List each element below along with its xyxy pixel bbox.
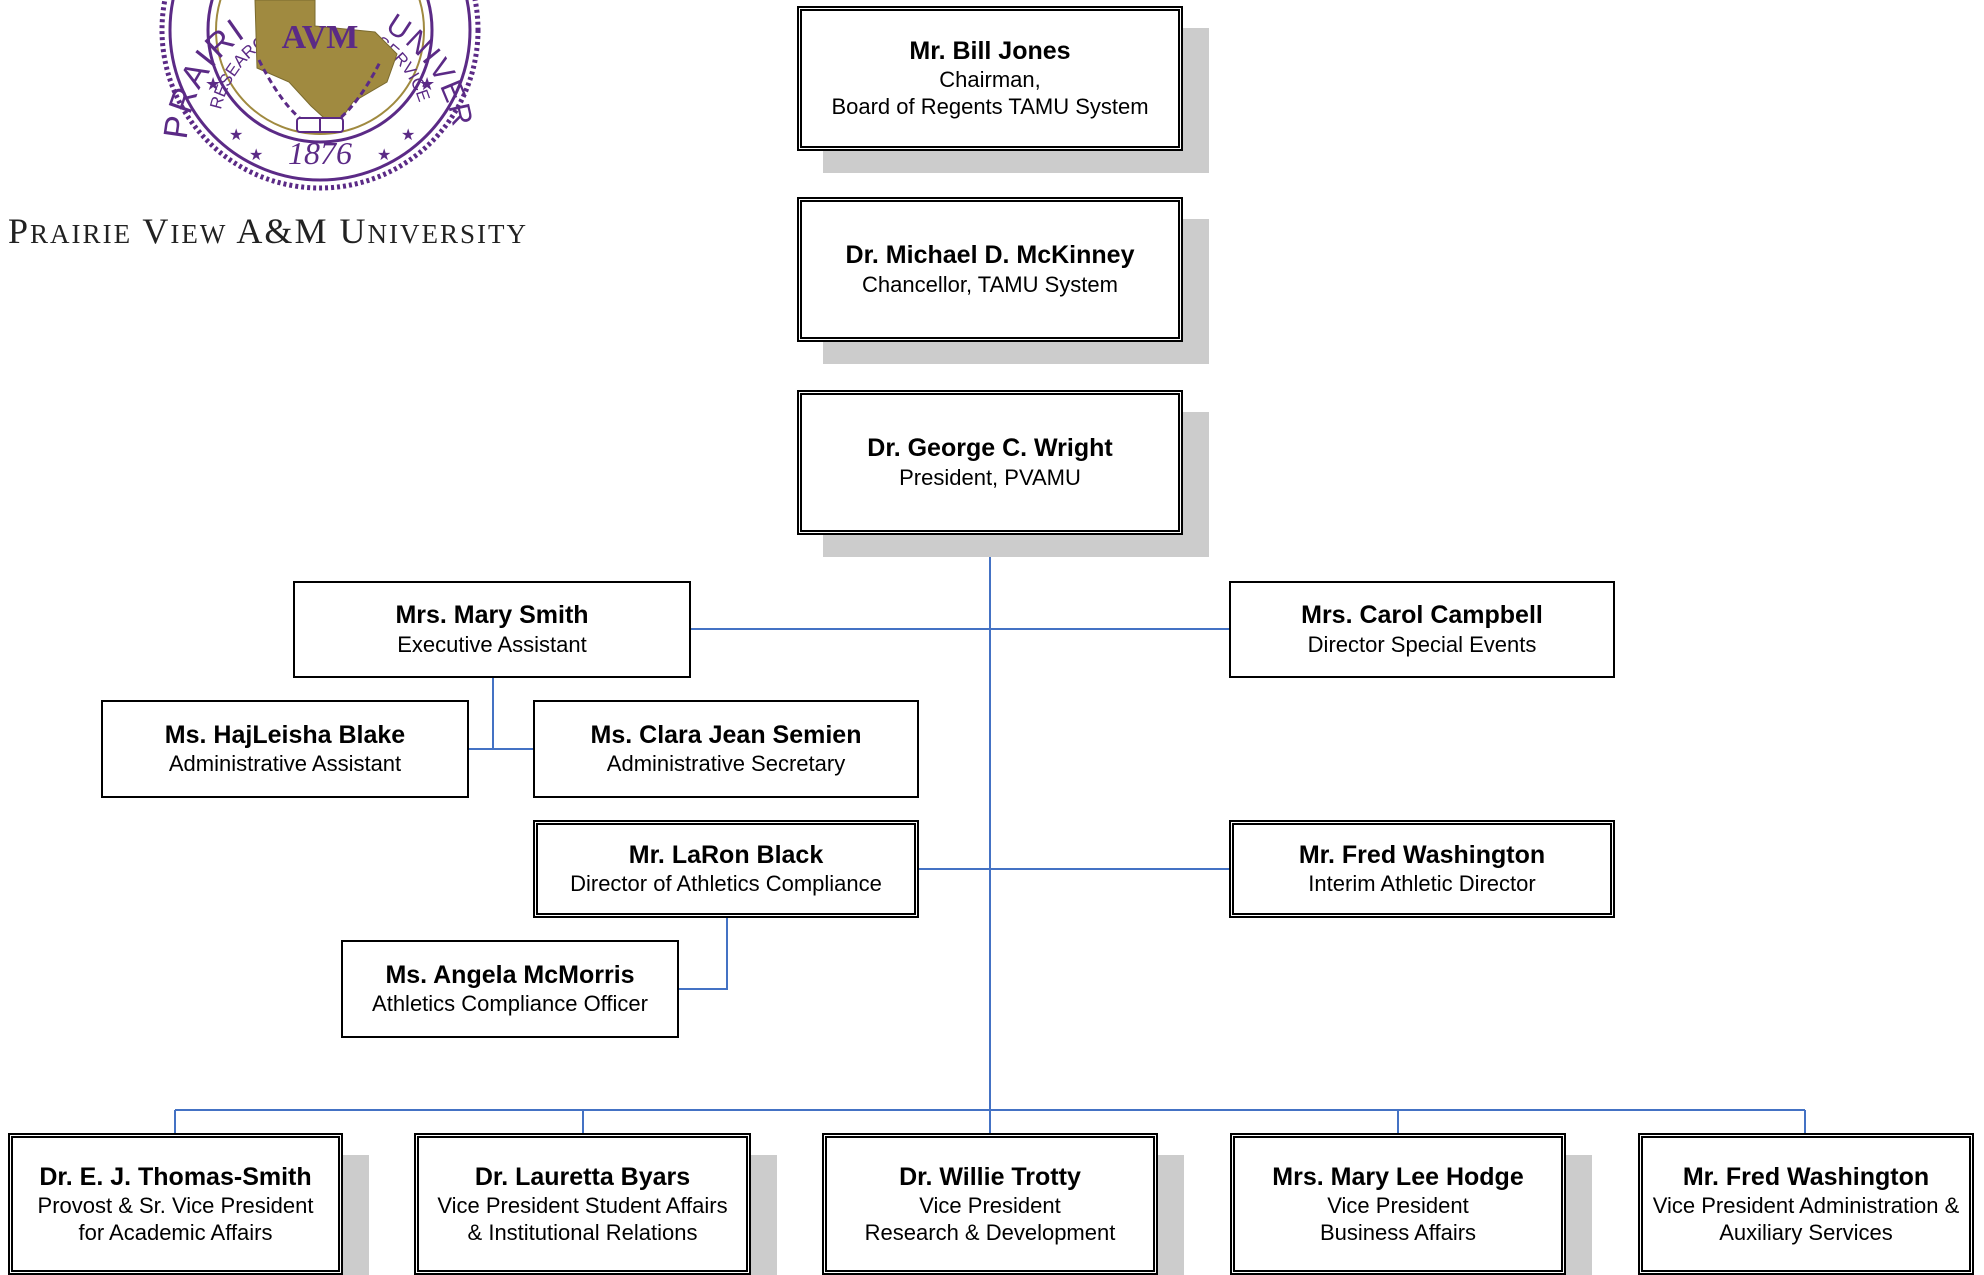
node-title: Interim Athletic Director xyxy=(1308,871,1536,897)
node-athletics-compliance: Mr. LaRon Black Director of Athletics Co… xyxy=(533,820,919,918)
node-provost: Dr. E. J. Thomas-Smith Provost & Sr. Vic… xyxy=(8,1133,343,1275)
node-name: Mrs. Mary Smith xyxy=(395,601,589,630)
node-name: Ms. Clara Jean Semien xyxy=(590,720,862,749)
seal-year: 1876 xyxy=(288,135,352,171)
node-president: Dr. George C. Wright President, PVAMU xyxy=(797,390,1183,535)
node-title: Vice President Student Affairs xyxy=(437,1192,728,1218)
node-title: Director Special Events xyxy=(1307,631,1537,657)
node-title: & Institutional Relations xyxy=(467,1219,698,1245)
node-title: Research & Development xyxy=(864,1219,1116,1245)
node-chairman: Mr. Bill Jones Chairman, Board of Regent… xyxy=(797,6,1183,151)
node-title: Chancellor, TAMU System xyxy=(862,271,1118,297)
node-title: Director of Athletics Compliance xyxy=(570,871,882,897)
node-special-events: Mrs. Carol Campbell Director Special Eve… xyxy=(1229,581,1615,678)
node-title: Business Affairs xyxy=(1319,1219,1477,1245)
node-title: Board of Regents TAMU System xyxy=(831,94,1149,120)
svg-text:★: ★ xyxy=(377,147,391,164)
node-title: Administrative Secretary xyxy=(606,751,846,777)
node-compliance-officer: Ms. Angela McMorris Athletics Compliance… xyxy=(341,940,679,1038)
connector-compliance-officer xyxy=(678,917,728,990)
node-vp-research: Dr. Willie Trotty Vice President Researc… xyxy=(822,1133,1158,1275)
node-title: President, PVAMU xyxy=(899,464,1081,490)
node-name: Dr. E. J. Thomas-Smith xyxy=(39,1162,312,1191)
node-vp-business: Mrs. Mary Lee Hodge Vice President Busin… xyxy=(1230,1133,1566,1275)
svg-text:★: ★ xyxy=(419,74,435,94)
node-name: Dr. Lauretta Byars xyxy=(474,1162,691,1191)
node-name: Dr. Willie Trotty xyxy=(899,1162,1081,1191)
node-title: for Academic Affairs xyxy=(78,1219,273,1245)
node-title: Vice President xyxy=(1327,1192,1469,1218)
node-exec-assistant: Mrs. Mary Smith Executive Assistant xyxy=(293,581,691,678)
node-vp-administration: Mr. Fred Washington Vice President Admin… xyxy=(1638,1133,1974,1275)
university-name: PRAIRIE VIEW A&M UNIVERSITY xyxy=(8,211,528,251)
node-title: Executive Assistant xyxy=(397,631,587,657)
node-name: Mr. Fred Washington xyxy=(1298,840,1546,869)
node-title: Provost & Sr. Vice President xyxy=(37,1192,314,1218)
node-admin-secretary: Ms. Clara Jean Semien Administrative Sec… xyxy=(533,700,919,798)
svg-text:★: ★ xyxy=(401,127,415,144)
node-name: Dr. Michael D. McKinney xyxy=(845,241,1135,270)
node-name: Mrs. Carol Campbell xyxy=(1301,601,1543,630)
node-name: Mrs. Mary Lee Hodge xyxy=(1272,1162,1524,1191)
node-name: Mr. Fred Washington xyxy=(1682,1162,1930,1191)
node-admin-assistant: Ms. HajLeisha Blake Administrative Assis… xyxy=(101,700,469,798)
node-name: Mr. Bill Jones xyxy=(909,37,1071,66)
node-name: Mr. LaRon Black xyxy=(628,840,824,869)
node-name: Ms. Angela McMorris xyxy=(385,960,635,989)
node-vp-student-affairs: Dr. Lauretta Byars Vice President Studen… xyxy=(414,1133,751,1275)
svg-text:★: ★ xyxy=(229,127,243,144)
svg-text:★: ★ xyxy=(205,74,221,94)
node-title: Auxiliary Services xyxy=(1719,1219,1893,1245)
university-seal-logo: PRAIRIE UNIVERSITY RESEARCH SERVICE AVM … xyxy=(139,0,501,197)
node-title: Athletics Compliance Officer xyxy=(372,991,648,1017)
node-athletic-director: Mr. Fred Washington Interim Athletic Dir… xyxy=(1229,820,1615,918)
svg-text:★: ★ xyxy=(249,147,263,164)
node-name: Dr. George C. Wright xyxy=(867,434,1113,463)
node-title: Administrative Assistant xyxy=(168,751,402,777)
node-title: Chairman, xyxy=(939,67,1041,93)
node-chancellor: Dr. Michael D. McKinney Chancellor, TAMU… xyxy=(797,197,1183,342)
seal-monogram: AVM xyxy=(282,19,359,56)
node-title: Vice President xyxy=(919,1192,1061,1218)
node-name: Ms. HajLeisha Blake xyxy=(164,720,406,749)
node-title: Vice President Administration & xyxy=(1652,1192,1960,1218)
